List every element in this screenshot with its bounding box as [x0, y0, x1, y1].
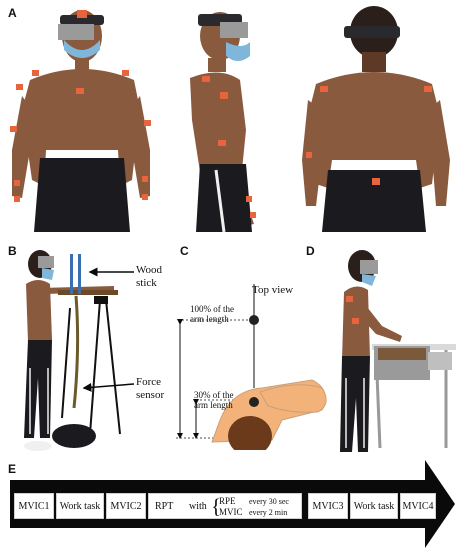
step-rpt: RPT with { RPE every 30 sec MVIC every 2…	[148, 493, 302, 519]
panel-label-c: C	[180, 244, 189, 258]
step-work-task-1: Work task	[56, 493, 104, 519]
photo-back-view	[302, 6, 450, 232]
rpt-rpe-interval: every 30 sec	[249, 497, 289, 506]
photo-front-view	[10, 10, 151, 232]
photo-setup-force-sensor	[24, 250, 121, 451]
step-mvic2: MVIC2	[106, 493, 146, 519]
panel-label-e: E	[8, 462, 17, 476]
photo-side-view	[190, 12, 256, 232]
label-sensor: sensor	[136, 389, 165, 401]
label-100pct-arm: arm length	[190, 314, 229, 324]
label-stick: stick	[136, 277, 157, 289]
diagram-top-view	[176, 284, 327, 450]
panel-label-d: D	[306, 244, 315, 258]
rpt-rpe: RPE	[219, 496, 236, 506]
panel-label-a: A	[8, 6, 17, 20]
step-mvic1: MVIC1	[14, 493, 54, 519]
rpt-brace: {	[211, 494, 222, 518]
label-top-view: Top view	[252, 284, 294, 296]
label-wood: Wood	[136, 264, 163, 276]
rpt-mvic: MVIC	[219, 507, 243, 517]
photo-work-task	[340, 250, 456, 452]
panel-label-b: B	[8, 244, 17, 258]
step-mvic3: MVIC3	[308, 493, 348, 519]
rpt-label: RPT	[155, 501, 174, 512]
rpt-with: with	[189, 501, 207, 512]
step-mvic4: MVIC4	[400, 493, 436, 519]
arrows-panel-b	[82, 267, 135, 392]
label-30pct-arm: arm length	[194, 400, 233, 410]
rpt-mvic-interval: every 2 min	[249, 508, 288, 517]
label-force: Force	[136, 376, 162, 388]
step-work-task-2: Work task	[350, 493, 398, 519]
label-30pct: 30% of the	[194, 390, 234, 400]
label-100pct: 100% of the	[190, 304, 234, 314]
